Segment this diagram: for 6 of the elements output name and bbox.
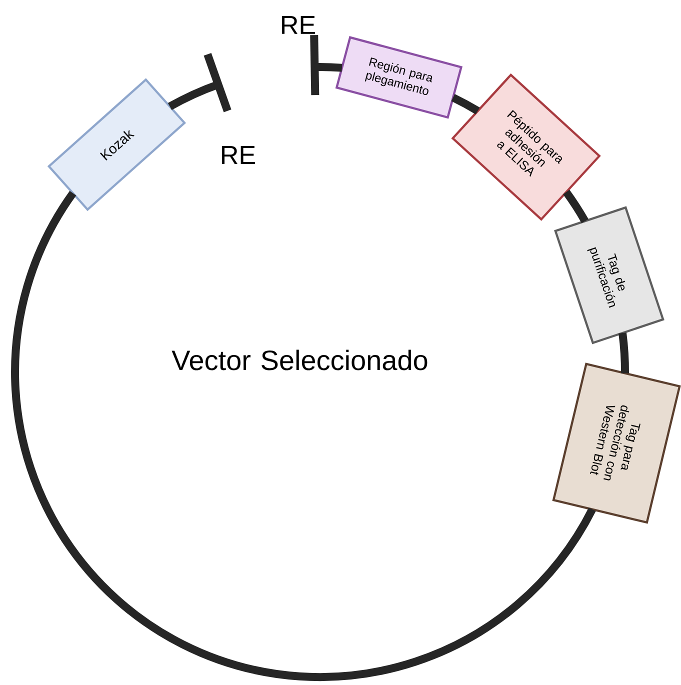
backbone-line [11,190,596,680]
vector-name: Vector Seleccionado [172,350,428,370]
backbone-line [563,190,589,224]
backbone-line [618,332,629,374]
backbone-line [451,94,480,114]
feature-box: Tag para detección con Western Blot [552,362,681,524]
